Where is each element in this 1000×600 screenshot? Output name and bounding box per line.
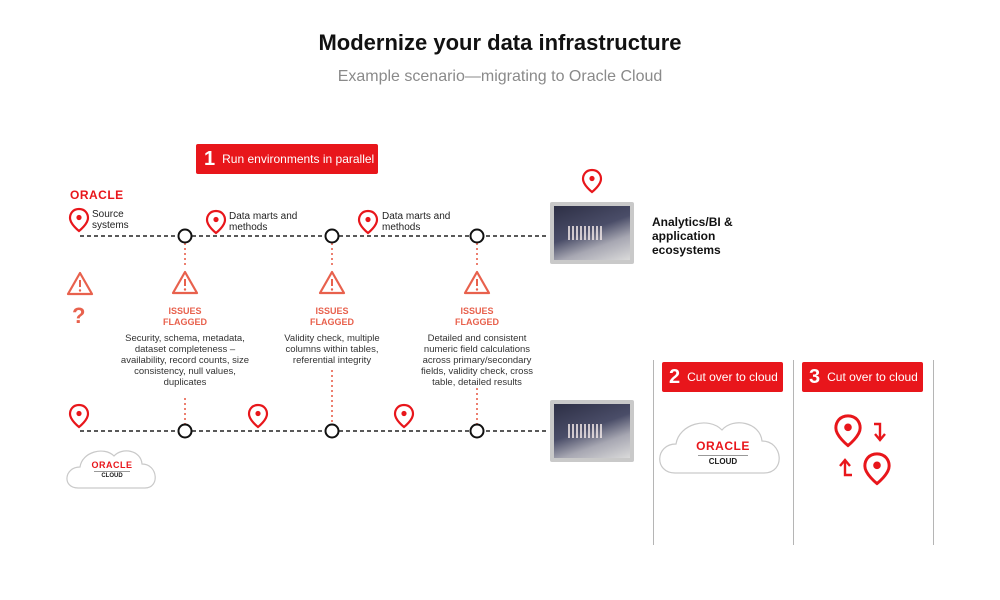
laptop-icon [550, 202, 634, 264]
laptop-icon [550, 400, 634, 462]
location-pin-icon [247, 403, 269, 429]
location-pin-icon [68, 403, 90, 429]
step-1-badge: 1 Run environments in parallel [196, 144, 378, 174]
bottom-node [469, 423, 485, 439]
issue-description: Security, schema, metadata, dataset comp… [120, 333, 250, 388]
data-marts-label: Data marts and methods [229, 211, 298, 233]
top-node [469, 228, 485, 244]
analytics-label: Analytics/BI & application ecosystems [652, 215, 733, 257]
oracle-cloud-logo: ORACLE CLOUD [684, 440, 762, 467]
source-systems-label: Source systems [92, 209, 129, 231]
cloud-icon [66, 450, 156, 489]
step-3-badge: 3 Cut over to cloud [802, 362, 923, 392]
cloud-logo-brand: ORACLE [696, 439, 750, 453]
step-3-number: 3 [809, 365, 821, 388]
bottom-node [324, 423, 340, 439]
oracle-logo: ORACLE [70, 188, 124, 202]
location-pin-icon [205, 209, 227, 235]
bottom-node [177, 423, 193, 439]
top-node [324, 228, 340, 244]
location-pin-icon [357, 209, 379, 235]
step-1-number: 1 [204, 147, 216, 170]
issue-description: Detailed and consistent numeric field ca… [421, 333, 533, 388]
divider [933, 360, 934, 545]
warning-icon [318, 270, 346, 295]
issue-label: ISSUES FLAGGED [163, 306, 207, 327]
step-2-label: Cut over to cloud [687, 370, 778, 384]
issue-description: Validity check, multiple columns within … [284, 333, 380, 366]
warning-icon [171, 270, 199, 295]
divider [793, 360, 794, 545]
cloud-logo-product: CLOUD [698, 455, 748, 467]
oracle-cloud-logo: ORACLE CLOUD [82, 460, 142, 480]
swap-arrows-icon [834, 414, 891, 486]
step-2-number: 2 [669, 365, 681, 388]
divider [653, 360, 654, 545]
data-marts-label: Data marts and methods [382, 211, 451, 233]
step-2-badge: 2 Cut over to cloud [662, 362, 783, 392]
location-pin-icon [581, 168, 603, 194]
page-subtitle: Example scenario—migrating to Oracle Clo… [337, 68, 663, 85]
page-title: Modernize your data infrastructure [318, 30, 682, 55]
issue-label: ISSUES FLAGGED [455, 306, 499, 327]
warning-icon [66, 271, 94, 296]
connectors [184, 243, 478, 424]
step-3-label: Cut over to cloud [827, 370, 918, 384]
warning-icon [463, 270, 491, 295]
location-pin-icon [393, 403, 415, 429]
location-pin-icon [68, 207, 90, 233]
cloud-icon [659, 422, 780, 474]
cloud-logo-brand: ORACLE [91, 460, 133, 470]
issue-label: ISSUES FLAGGED [310, 306, 354, 327]
cloud-logo-product: CLOUD [94, 471, 130, 480]
top-node [177, 228, 193, 244]
unknown-marker: ? [72, 303, 86, 328]
step-1-label: Run environments in parallel [222, 152, 375, 166]
